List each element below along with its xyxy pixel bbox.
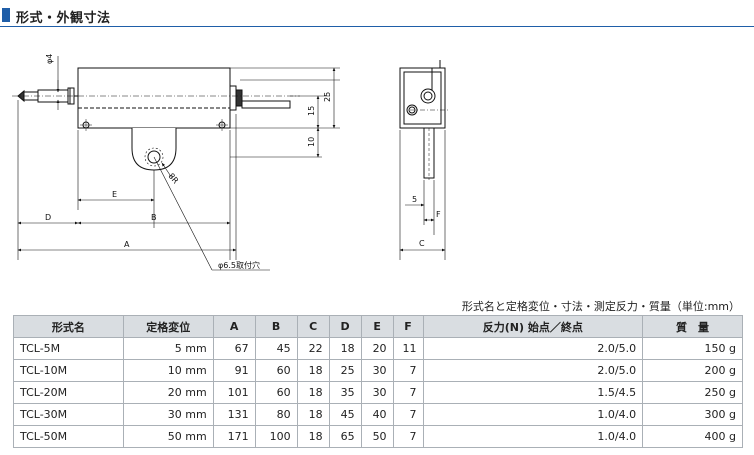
cell-E: 40 — [360, 403, 394, 426]
front-dimension-labels: φ4 15 25 10 E B D A 8R φ6.5取付穴 — [45, 54, 332, 270]
cell-reaction-force: 1.5/4.5 — [422, 381, 644, 404]
table-row: TCL-10M 10 mm 91 60 18 25 30 7 2.0/5.0 2… — [13, 359, 743, 382]
cell-F: 7 — [392, 403, 424, 426]
cell-F: 7 — [392, 359, 424, 382]
table-caption: 形式名と定格変位・寸法・測定反力・質量（単位:mm） — [461, 300, 740, 313]
cell-B: 80 — [254, 403, 298, 426]
label-C: C — [419, 239, 425, 248]
cell-E: 30 — [360, 359, 394, 382]
label-A: A — [124, 240, 130, 249]
table-row: TCL-5M 5 mm 67 45 22 18 20 11 2.0/5.0 15… — [13, 337, 743, 360]
bracket-hole — [147, 150, 161, 164]
cell-F: 7 — [392, 381, 424, 404]
dimension-drawing: φ4 15 25 10 E B D A 8R φ6.5取付穴 5 — [12, 54, 450, 271]
cell-D: 45 — [328, 403, 362, 426]
header-F: F — [392, 315, 424, 338]
cell-model: TCL-10M — [13, 359, 124, 382]
header-model: 形式名 — [13, 315, 124, 338]
cell-C: 18 — [296, 403, 330, 426]
cell-mass: 150 g — [642, 337, 743, 360]
label-5: 5 — [412, 195, 417, 204]
cell-C: 18 — [296, 381, 330, 404]
table-row: TCL-30M 30 mm 131 80 18 45 40 7 1.0/4.0 … — [13, 403, 743, 426]
cell-rated-displacement: 20 mm — [122, 381, 214, 404]
mount-bracket — [131, 128, 177, 171]
header-E: E — [360, 315, 394, 338]
header-reaction-force: 反力(N) 始点／終点 — [422, 315, 644, 338]
spec-table: 形式名 定格変位 A B C D E F 反力(N) 始点／終点 質 量 TCL… — [13, 315, 743, 448]
cell-mass: 400 g — [642, 425, 743, 448]
cell-D: 18 — [328, 337, 362, 360]
label-25: 25 — [323, 92, 332, 102]
cell-F: 11 — [392, 337, 424, 360]
label-D: D — [45, 213, 51, 222]
label-phi4: φ4 — [45, 54, 54, 64]
cell-B: 45 — [254, 337, 298, 360]
table-header-row: 形式名 定格変位 A B C D E F 反力(N) 始点／終点 質 量 — [13, 315, 743, 338]
cell-B: 100 — [254, 425, 298, 448]
cell-model: TCL-5M — [13, 337, 124, 360]
cell-A: 171 — [212, 425, 256, 448]
cell-reaction-force: 1.0/4.0 — [422, 425, 644, 448]
cell-rated-displacement: 10 mm — [122, 359, 214, 382]
cell-A: 131 — [212, 403, 256, 426]
cell-F: 7 — [392, 425, 424, 448]
label-E: E — [112, 190, 117, 199]
cell-reaction-force: 2.0/5.0 — [422, 359, 644, 382]
cell-rated-displacement: 5 mm — [122, 337, 214, 360]
cell-E: 30 — [360, 381, 394, 404]
cell-reaction-force: 2.0/5.0 — [422, 337, 644, 360]
table-row: TCL-20M 20 mm 101 60 18 35 30 7 1.5/4.5 … — [13, 381, 743, 404]
front-view — [12, 67, 300, 171]
cell-D: 25 — [328, 359, 362, 382]
cell-model: TCL-20M — [13, 381, 124, 404]
cell-mass: 200 g — [642, 359, 743, 382]
header-mass: 質 量 — [642, 315, 743, 338]
label-hole: φ6.5取付穴 — [218, 260, 260, 270]
label-F: F — [436, 210, 441, 219]
header-B: B — [254, 315, 298, 338]
cell-rated-displacement: 50 mm — [122, 425, 214, 448]
side-dimension-labels: 5 F C — [412, 195, 441, 248]
cell-rated-displacement: 30 mm — [122, 403, 214, 426]
sensor-body — [77, 67, 231, 129]
cable — [241, 100, 291, 109]
cell-E: 50 — [360, 425, 394, 448]
side-view — [399, 60, 450, 180]
cell-E: 20 — [360, 337, 394, 360]
cell-A: 91 — [212, 359, 256, 382]
cell-D: 65 — [328, 425, 362, 448]
cell-mass: 250 g — [642, 381, 743, 404]
side-dimensions — [399, 130, 446, 260]
cell-model: TCL-30M — [13, 403, 124, 426]
cell-B: 60 — [254, 359, 298, 382]
cell-A: 67 — [212, 337, 256, 360]
label-B: B — [151, 213, 157, 222]
connector-housing — [229, 85, 237, 111]
header-rated-displacement: 定格変位 — [122, 315, 214, 338]
section-title: 形式・外観寸法 — [16, 11, 111, 26]
side-body — [399, 67, 446, 129]
cell-reaction-force: 1.0/4.0 — [422, 403, 644, 426]
section-header: 形式・外観寸法 — [0, 0, 754, 28]
header-A: A — [212, 315, 256, 338]
cell-mass: 300 g — [642, 403, 743, 426]
cell-B: 60 — [254, 381, 298, 404]
section-marker — [2, 8, 10, 22]
cell-C: 18 — [296, 425, 330, 448]
label-10: 10 — [307, 137, 316, 147]
cell-model: TCL-50M — [13, 425, 124, 448]
label-8R: 8R — [166, 172, 180, 186]
cell-A: 101 — [212, 381, 256, 404]
front-dimensions — [17, 56, 340, 271]
header-D: D — [328, 315, 362, 338]
side-hole-top — [420, 88, 436, 104]
label-15: 15 — [307, 106, 316, 116]
header-C: C — [296, 315, 330, 338]
cell-C: 22 — [296, 337, 330, 360]
table-row: TCL-50M 50 mm 171 100 18 65 50 7 1.0/4.0… — [13, 425, 743, 448]
cell-C: 18 — [296, 359, 330, 382]
cell-D: 35 — [328, 381, 362, 404]
section-rule — [0, 26, 754, 27]
